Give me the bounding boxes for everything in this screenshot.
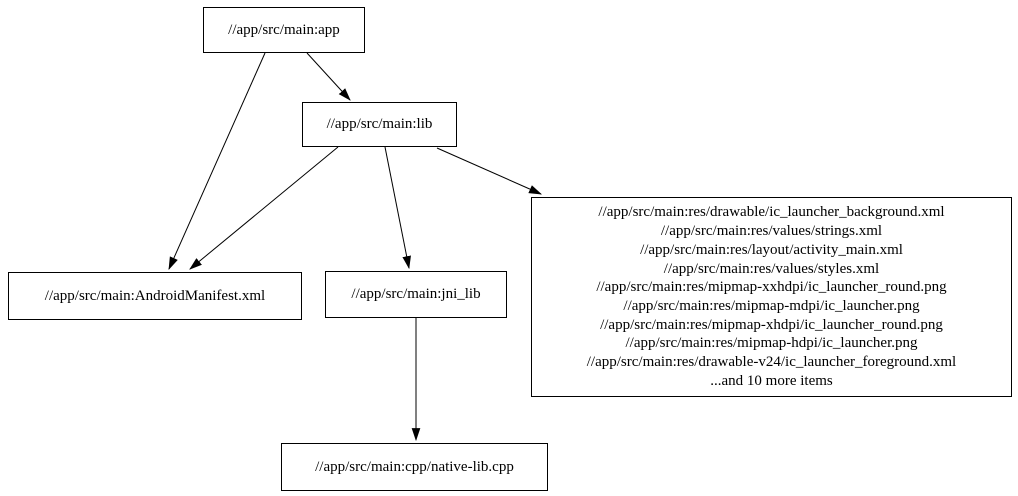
edge-app-to-manifest [168, 52, 266, 270]
res-file-line: //app/src/main:res/mipmap-xxhdpi/ic_laun… [596, 279, 947, 296]
node-android-manifest: //app/src/main:AndroidManifest.xml [8, 272, 302, 320]
res-file-line: //app/src/main:res/layout/activity_main.… [640, 241, 903, 258]
node-jni-lib-label: //app/src/main:jni_lib [351, 286, 481, 302]
node-res-file-group: //app/src/main:res/drawable/ic_launcher_… [531, 197, 1012, 397]
node-native-lib-cpp-label: //app/src/main:cpp/native-lib.cpp [315, 458, 514, 475]
res-file-line: //app/src/main:res/values/strings.xml [660, 223, 883, 240]
node-native-lib-cpp: //app/src/main:cpp/native-lib.cpp [281, 443, 548, 491]
res-file-line: //app/src/main:res/values/styles.xml [663, 260, 880, 277]
res-file-line: //app/src/main:res/drawable/ic_launcher_… [598, 204, 945, 221]
res-file-line: //app/src/main:res/mipmap-mdpi/ic_launch… [623, 298, 920, 314]
edge-app-to-lib [306, 52, 351, 101]
node-jni-lib: //app/src/main:jni_lib [325, 271, 507, 318]
node-app: //app/src/main:app [203, 7, 365, 53]
res-file-line: //app/src/main:res/drawable-v24/ic_launc… [586, 354, 957, 371]
edge-lib-to-manifest [189, 146, 339, 270]
edge-lib-to-jni-lib [384, 146, 411, 270]
res-file-line: //app/src/main:res/mipmap-xhdpi/ic_launc… [600, 316, 943, 333]
node-lib-label: //app/src/main:lib [326, 116, 433, 132]
res-file-line: //app/src/main:res/mipmap-hdpi/ic_launch… [625, 335, 918, 352]
node-lib: //app/src/main:lib [302, 102, 457, 147]
edge-lib-to-res-group [436, 147, 542, 195]
res-more-items-line: ...and 10 more items [710, 372, 833, 389]
node-app-label: //app/src/main:app [228, 21, 340, 38]
node-android-manifest-label: //app/src/main:AndroidManifest.xml [44, 287, 266, 304]
